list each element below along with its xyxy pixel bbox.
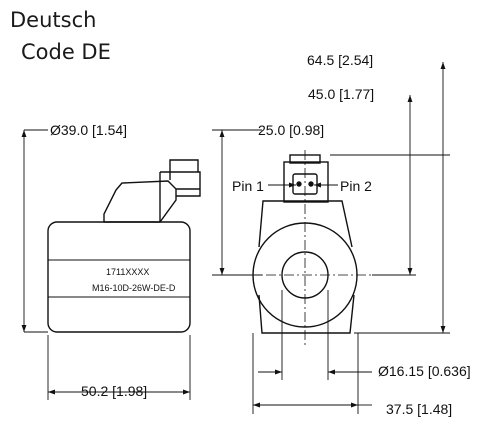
title-line-2: Code DE	[21, 40, 111, 64]
side-connector-head	[160, 171, 201, 197]
dim-coil-diameter: Ø39.0 [1.54]	[50, 122, 128, 138]
front-coil-shoulder	[258, 200, 353, 248]
title-line-1: Deutsch	[10, 8, 97, 32]
side-view	[47, 159, 201, 333]
front-coil-skirt	[258, 294, 355, 334]
dim-connector-height: 25.0 [0.98]	[258, 122, 325, 138]
dim-coil-length: 50.2 [1.98]	[81, 383, 148, 399]
pin-1-label: Pin 1	[232, 178, 264, 194]
part-code: 1711XXXX	[106, 267, 150, 277]
front-connector	[283, 161, 329, 203]
dimension-lines	[21, 62, 450, 414]
dim-overall-height: 64.5 [2.54]	[307, 52, 374, 68]
part-number: M16-10D-26W-DE-D	[92, 283, 176, 293]
pin-2-label: Pin 2	[340, 178, 372, 194]
side-connector-housing	[103, 180, 177, 223]
dim-axis-height: 45.0 [1.77]	[308, 86, 375, 102]
dim-body-width: 37.5 [1.48]	[386, 401, 453, 417]
dim-bore-diameter: Ø16.15 [0.636]	[378, 363, 471, 379]
side-coil-body	[47, 221, 191, 333]
side-connector-latch	[169, 159, 199, 180]
